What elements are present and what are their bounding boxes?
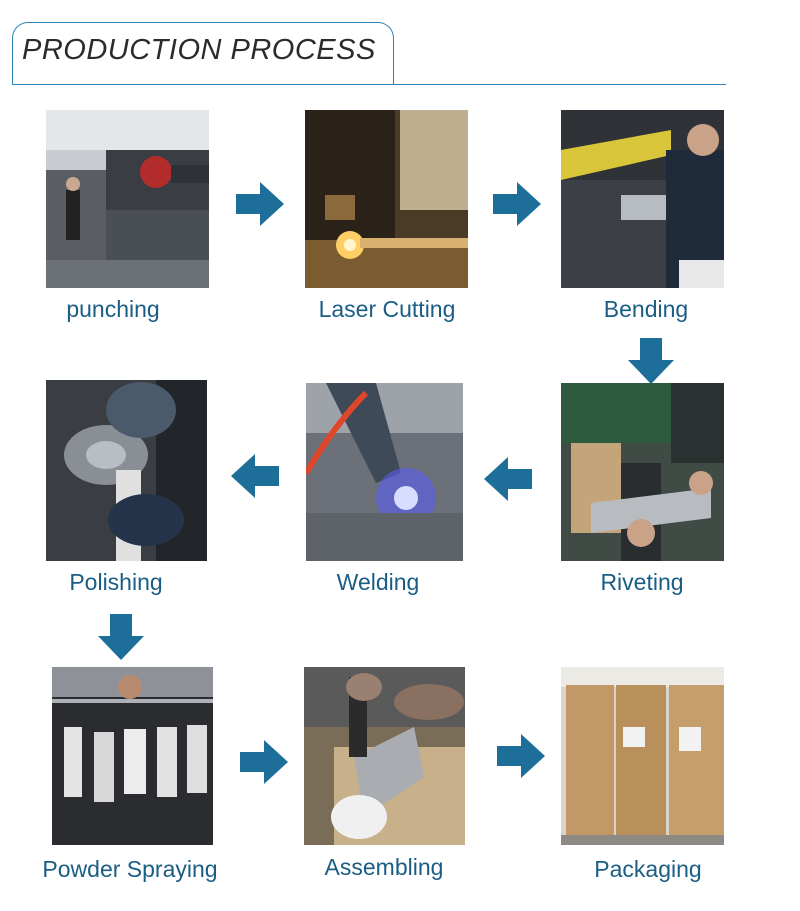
right-arrow-icon — [240, 740, 288, 784]
polishing-photo — [46, 380, 207, 561]
page-title: PRODUCTION PROCESS — [22, 34, 376, 66]
step-label-bending: Bending — [603, 296, 689, 322]
step-label-assembling: Assembling — [324, 854, 444, 880]
step-label-riveting: Riveting — [600, 569, 684, 595]
step-label-laser-cutting: Laser Cutting — [318, 296, 456, 322]
header-tab — [12, 22, 394, 85]
bending-photo — [561, 110, 724, 288]
step-label-powder-spraying: Powder Spraying — [42, 856, 218, 882]
step-label-polishing: Polishing — [69, 569, 163, 595]
powder-spraying-photo — [52, 667, 213, 845]
right-arrow-icon — [236, 182, 284, 226]
right-arrow-icon — [497, 734, 545, 778]
header-underline — [12, 84, 726, 85]
step-label-punching: punching — [66, 296, 160, 322]
down-arrow-icon — [628, 338, 674, 384]
right-arrow-icon — [493, 182, 541, 226]
punching-photo — [46, 110, 209, 288]
left-arrow-icon — [231, 454, 279, 498]
packaging-photo — [561, 667, 724, 845]
left-arrow-icon — [484, 457, 532, 501]
down-arrow-icon — [98, 614, 144, 660]
riveting-photo — [561, 383, 724, 561]
laser-cutting-photo — [305, 110, 468, 288]
welding-photo — [306, 383, 463, 561]
assembling-photo — [304, 667, 465, 845]
step-label-packaging: Packaging — [594, 856, 702, 882]
step-label-welding: Welding — [336, 569, 420, 595]
